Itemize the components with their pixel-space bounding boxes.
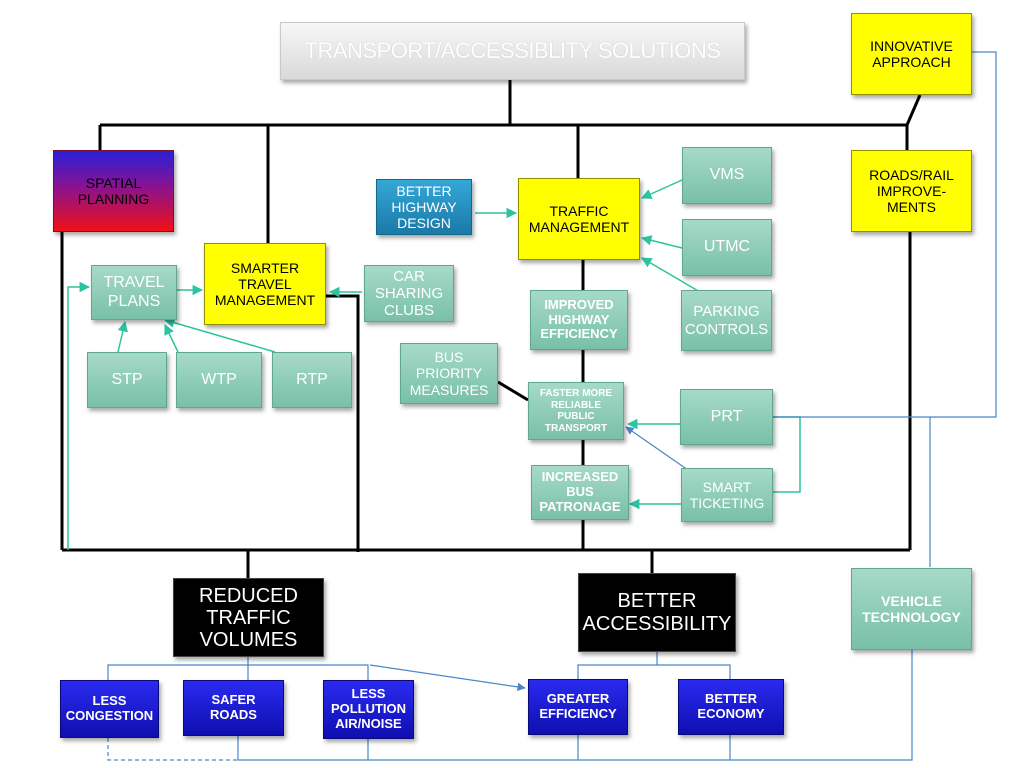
- blue-connector-lines: [107, 51, 997, 761]
- better-highway-design-box: BETTER HIGHWAY DESIGN: [376, 179, 472, 235]
- spatial-planning-box: SPATIAL PLANNING: [53, 150, 174, 232]
- increased-bus-patronage-box: INCREASED BUS PATRONAGE: [531, 465, 629, 520]
- prt-box: PRT: [680, 389, 773, 445]
- stp-box: STP: [87, 352, 167, 408]
- reduced-traffic-volumes-box: REDUCED TRAFFIC VOLUMES: [173, 578, 324, 657]
- rtp-box: RTP: [272, 352, 352, 408]
- parking-controls-box: PARKING CONTROLS: [681, 290, 772, 351]
- smarter-travel-management-box: SMARTER TRAVEL MANAGEMENT: [204, 243, 326, 325]
- greater-efficiency-box: GREATER EFFICIENCY: [528, 679, 628, 735]
- car-sharing-clubs-box: CAR SHARING CLUBS: [364, 265, 454, 322]
- innovative-approach-box: INNOVATIVE APPROACH: [851, 13, 972, 95]
- better-accessibility-box: BETTER ACCESSIBILITY: [578, 573, 736, 652]
- wtp-box: WTP: [176, 352, 262, 408]
- utmc-box: UTMC: [682, 219, 772, 276]
- safer-roads-box: SAFER ROADS: [183, 680, 284, 736]
- traffic-management-box: TRAFFIC MANAGEMENT: [518, 178, 640, 260]
- better-economy-box: BETTER ECONOMY: [678, 679, 784, 735]
- less-pollution-box: LESS POLLUTION AIR/NOISE: [323, 680, 414, 739]
- travel-plans-box: TRAVEL PLANS: [91, 265, 177, 320]
- less-congestion-box: LESS CONGESTION: [60, 680, 159, 738]
- smart-ticketing-box: SMART TICKETING: [681, 468, 773, 522]
- improved-highway-efficiency-box: IMPROVED HIGHWAY EFFICIENCY: [530, 290, 628, 350]
- title-box: TRANSPORT/ACCESSIBLITY SOLUTIONS: [280, 22, 745, 80]
- roads-rail-improvements-box: ROADS/RAIL IMPROVE- MENTS: [851, 150, 972, 232]
- faster-reliable-public-transport-box: FASTER MORE RELIABLE PUBLIC TRANSPORT: [528, 382, 624, 440]
- vehicle-technology-box: VEHICLE TECHNOLOGY: [851, 568, 972, 650]
- vms-box: VMS: [682, 147, 772, 204]
- bus-priority-measures-box: BUS PRIORITY MEASURES: [400, 343, 498, 404]
- main-frame-lines: [60, 80, 922, 578]
